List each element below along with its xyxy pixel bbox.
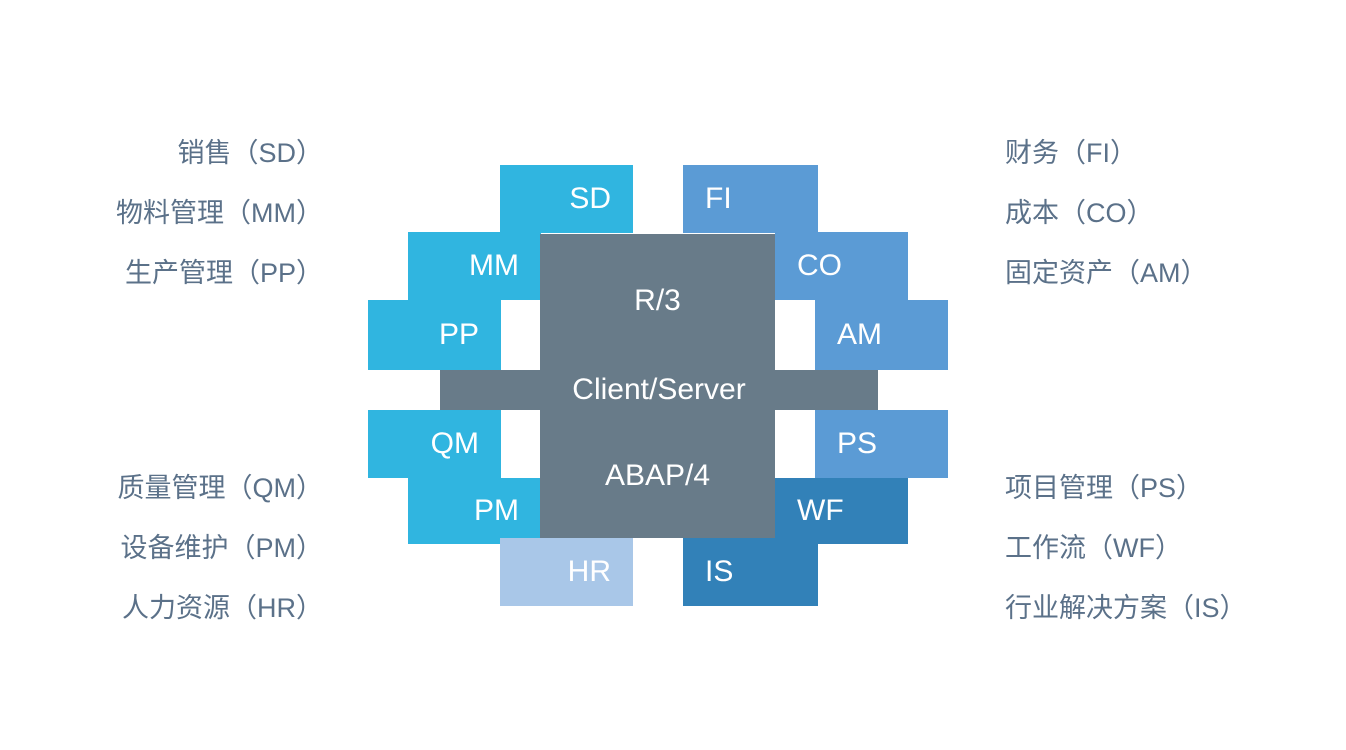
label-wf: 工作流（WF） xyxy=(1005,533,1182,563)
tile-hr[interactable]: HR xyxy=(500,538,633,606)
label-group-top-left: 销售（SD） 物料管理（MM） 生产管理（PP） xyxy=(116,123,323,303)
tile-hr-label: HR xyxy=(567,555,611,588)
tile-wf[interactable]: WF xyxy=(775,478,908,544)
label-group-bottom-right: 项目管理（PS） 工作流（WF） 行业解决方案（IS） xyxy=(1005,458,1247,638)
tile-fi[interactable]: FI xyxy=(683,165,818,233)
label-hr: 人力资源（HR） xyxy=(122,593,323,623)
tile-is[interactable]: IS xyxy=(683,538,818,606)
tile-ps-label: PS xyxy=(837,427,878,460)
core-block-band xyxy=(440,370,878,410)
tile-is-label: IS xyxy=(705,555,734,588)
tile-fi-label: FI xyxy=(705,182,732,215)
tile-am[interactable]: AM xyxy=(815,300,948,370)
label-group-top-right: 财务（FI） 成本（CO） 固定资产（AM） xyxy=(1005,123,1208,303)
tile-pp-label: PP xyxy=(438,318,479,351)
tile-am-label: AM xyxy=(837,318,882,351)
tile-pm[interactable]: PM xyxy=(408,478,541,544)
label-is: 行业解决方案（IS） xyxy=(1005,593,1247,623)
label-sd: 销售（SD） xyxy=(177,138,323,168)
core-label-abap: ABAP/4 xyxy=(604,459,711,492)
tile-wf-label: WF xyxy=(797,494,844,527)
label-group-bottom-left: 质量管理（QM） 设备维护（PM） 人力资源（HR） xyxy=(118,458,324,638)
tile-mm-label: MM xyxy=(469,249,519,282)
label-mm: 物料管理（MM） xyxy=(116,198,323,228)
core-label-client-server: Client/Server xyxy=(572,373,746,406)
tile-mm[interactable]: MM xyxy=(408,232,541,300)
label-pp: 生产管理（PP） xyxy=(124,258,323,288)
tile-pm-label: PM xyxy=(474,494,519,527)
core-label-r3: R/3 xyxy=(634,284,681,317)
label-co: 成本（CO） xyxy=(1005,198,1154,228)
tile-sd[interactable]: SD xyxy=(500,165,633,233)
label-ps: 项目管理（PS） xyxy=(1005,473,1204,503)
label-am: 固定资产（AM） xyxy=(1005,258,1208,288)
label-fi: 财务（FI） xyxy=(1005,138,1137,168)
tile-qm-label: QM xyxy=(430,427,479,460)
label-pm: 设备维护（PM） xyxy=(120,533,324,563)
tile-co[interactable]: CO xyxy=(775,232,908,300)
tile-co-label: CO xyxy=(797,249,842,282)
tile-ps[interactable]: PS xyxy=(815,410,948,478)
label-qm: 质量管理（QM） xyxy=(117,473,324,503)
tile-sd-label: SD xyxy=(569,182,611,215)
tile-qm[interactable]: QM xyxy=(368,410,501,478)
tile-pp[interactable]: PP xyxy=(368,300,501,370)
